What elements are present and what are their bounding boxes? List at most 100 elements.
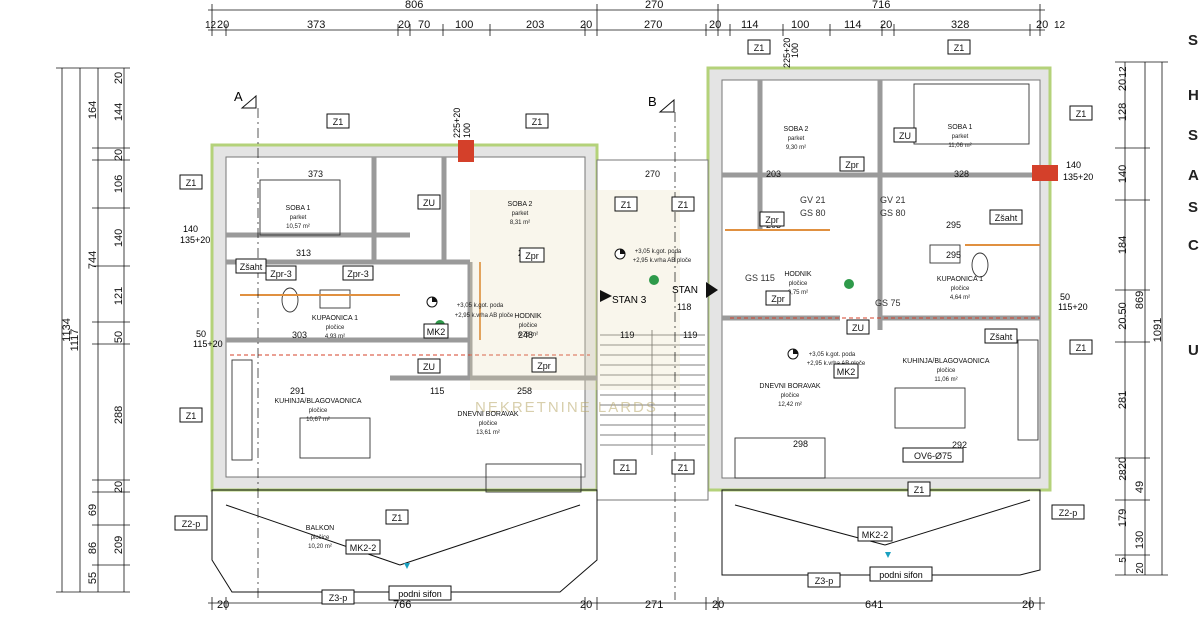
- tag-zpr: Zpr: [519, 247, 545, 263]
- room-floor: parket: [788, 136, 805, 142]
- room-area: 11,06 m²: [948, 143, 971, 149]
- inner-dim: 258: [517, 386, 532, 396]
- dim-bottom-seg: 766: [393, 599, 411, 611]
- tag-z1: Z1: [671, 196, 695, 212]
- edge-fragment: H: [1188, 87, 1199, 104]
- room-name: KUPAONICA 1: [312, 315, 358, 322]
- dim-top-seg: 203: [526, 19, 544, 31]
- svg-text:Z1: Z1: [532, 117, 543, 127]
- dim-top-seg: 20: [1036, 19, 1048, 31]
- dim-left: 50: [113, 331, 125, 343]
- svg-text:ZU: ZU: [899, 131, 911, 141]
- room-floor: pločice: [309, 408, 328, 414]
- room-area: 10,67 m²: [306, 417, 330, 423]
- door-label: GS 115: [745, 273, 775, 283]
- sink-left: [319, 289, 351, 309]
- tag-z1: Z1: [613, 459, 637, 475]
- inner-dim: 115: [430, 386, 444, 396]
- dim-left: 140: [113, 229, 125, 247]
- dim-top-seg: 328: [951, 19, 969, 31]
- dim-bottom-seg: 20: [712, 599, 724, 611]
- dim-top-seg: 20: [217, 19, 229, 31]
- edge-fragment: A: [1188, 167, 1199, 184]
- room-name: KUHINJA/BLAGOVAONICA: [902, 358, 989, 365]
- svg-text:OV6-Ø75: OV6-Ø75: [914, 451, 952, 461]
- kitchen-counter-left: [231, 359, 253, 461]
- svg-text:Z2-p: Z2-p: [1059, 508, 1078, 518]
- room-floor: parket: [290, 215, 307, 221]
- room-area: 12,42 m²: [778, 402, 802, 408]
- inner-dim: 270: [645, 169, 660, 179]
- tag-zu: ZU: [417, 358, 441, 374]
- tag-z1: Z1: [525, 113, 549, 129]
- inner-dim: 295: [946, 250, 961, 260]
- inner-dim: 119: [620, 330, 634, 340]
- level-note: +3,05 k.got. poda: [809, 352, 856, 358]
- tag-z1: Z1: [179, 174, 203, 190]
- tag-z1: Z1: [947, 39, 971, 55]
- room-area: 8,31 m²: [510, 220, 530, 226]
- room-area: 11,06 m²: [934, 377, 957, 383]
- room-floor: pločice: [326, 325, 345, 331]
- tag-mk22: MK2-2: [345, 539, 381, 555]
- tag-z2p: Z2-p: [174, 515, 208, 531]
- sofa-right: [734, 437, 826, 479]
- room-floor: pločice: [519, 323, 538, 329]
- room-labels-left: SOBA 1 parket 10,57 m² SOBA 2 parket 8,3…: [274, 201, 541, 550]
- svg-text:MK2: MK2: [427, 327, 446, 337]
- room-area: 10,20 m²: [308, 544, 332, 550]
- svg-text:Z3-p: Z3-p: [815, 576, 834, 586]
- opening-height: 115+20: [193, 339, 223, 349]
- dim-top-716: 716: [872, 0, 890, 11]
- tag-z1: Z1: [326, 113, 350, 129]
- opening-width: 100: [790, 43, 800, 58]
- svg-text:Z1: Z1: [620, 463, 631, 473]
- dim-left: 86: [87, 542, 99, 554]
- room-name: KUHINJA/BLAGOVAONICA: [274, 398, 361, 405]
- dim-left: 20: [113, 72, 125, 84]
- room-name: HODNIK: [514, 313, 542, 320]
- tag-z1: Z1: [1069, 105, 1093, 121]
- edge-fragment: S: [1188, 199, 1198, 216]
- svg-text:Z1: Z1: [1076, 109, 1087, 119]
- svg-text:MK2: MK2: [837, 367, 856, 377]
- svg-text:Z1: Z1: [621, 200, 632, 210]
- svg-text:Z1: Z1: [954, 43, 965, 53]
- dim-right: 130: [1134, 531, 1146, 549]
- top-opening-arrow-left: [458, 140, 474, 162]
- room-name: HODNIK: [784, 271, 812, 278]
- dim-top-seg: 114: [741, 19, 759, 31]
- bed-right: [913, 83, 1030, 145]
- dim-right: 179: [1117, 509, 1129, 527]
- tag-zpr3: Zpr-3: [342, 265, 374, 281]
- dim-left: 1117: [69, 329, 81, 352]
- wall-tags: Z1 Z1 Z1 Z1 Z1 Z1 Z1 Z1 Z1 Z1 Z1 Z1 Z1 Z…: [174, 39, 1093, 605]
- dim-left: 209: [113, 536, 125, 554]
- inner-dim: 303: [292, 330, 307, 340]
- room-name: SOBA 1: [286, 205, 311, 212]
- dim-left: 164: [87, 101, 99, 119]
- tag-zu: ZU: [893, 127, 917, 143]
- dim-right: 20: [1117, 79, 1129, 91]
- svg-text:Zpr-3: Zpr-3: [270, 269, 292, 279]
- tag-zpr: Zpr: [839, 156, 865, 172]
- floor-drain-label: podni sifon: [879, 570, 923, 580]
- watermark-text: NEKRETNINE LARDS: [475, 399, 658, 416]
- section-a-label: A: [234, 89, 243, 104]
- dining-table-right: [894, 387, 966, 429]
- dim-right: 1091: [1152, 318, 1164, 342]
- dim-top-seg: 20: [398, 19, 410, 31]
- opening-height: 225+20: [782, 38, 792, 68]
- room-area: 4,64 m²: [950, 295, 970, 301]
- room-name: DNEVNI BORAVAK: [457, 411, 519, 418]
- room-floor: parket: [512, 211, 529, 217]
- tag-z1: Z1: [747, 39, 771, 55]
- dim-bottom-seg: 20: [217, 599, 229, 611]
- dim-right: 49: [1134, 481, 1146, 493]
- pipe-lines: [240, 229, 1040, 340]
- balconies: [211, 489, 1041, 593]
- svg-text:ZU: ZU: [852, 323, 864, 333]
- dim-top-270: 270: [645, 0, 663, 11]
- right-dimension-chain: 12 20 128 140 184 869 1091 20.50 281 20 …: [1115, 61, 1168, 576]
- svg-text:Z1: Z1: [186, 411, 197, 421]
